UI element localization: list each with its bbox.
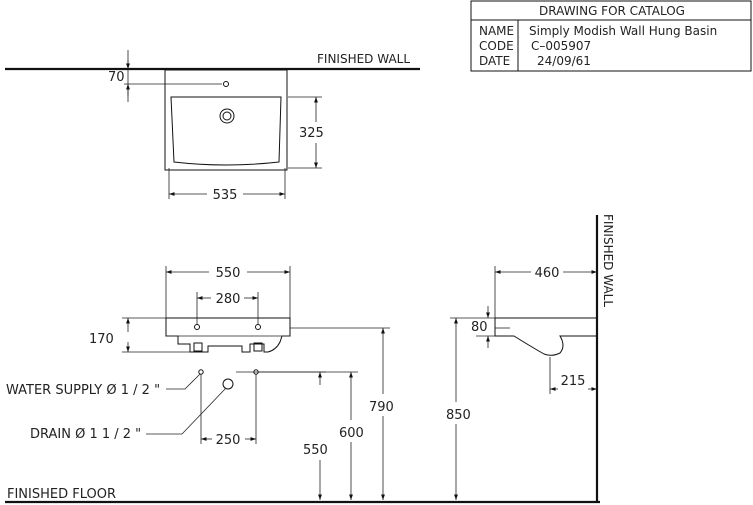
title-block-frame <box>470 0 752 72</box>
front-bracket-left <box>193 342 203 352</box>
title-block-name-value: Simply Modish Wall Hung Basin <box>529 24 717 38</box>
water-supply-leader <box>166 373 201 390</box>
front-mount-hole-right <box>255 324 261 330</box>
plan-tap-hole <box>223 81 229 87</box>
side-dim-projection: 460 <box>535 266 560 281</box>
front-dim-height: 170 <box>89 332 114 347</box>
plan-basin-outline <box>164 69 288 171</box>
side-dim-rim-thickness: 80 <box>471 320 488 335</box>
front-dim-rim-height: 790 <box>369 400 394 415</box>
title-block-name-label: NAME <box>479 24 514 38</box>
title-block-date-label: DATE <box>479 54 510 68</box>
side-wall-label: FINISHED WALL <box>601 214 615 307</box>
front-drain-outlet <box>222 378 234 390</box>
drain-label: DRAIN Ø 1 1 / 2 " <box>30 427 141 442</box>
plan-view: FINISHED WALL 70 325 535 <box>5 50 420 203</box>
title-block-code-label: CODE <box>479 39 514 53</box>
title-block-date-value: 24/09/61 <box>537 54 591 68</box>
front-mount-hole-left <box>194 324 200 330</box>
front-dim-mount-spacing: 280 <box>216 292 241 307</box>
drain-leader <box>146 387 227 435</box>
plan-drain-inner <box>222 111 232 121</box>
water-supply-label: WATER SUPPLY Ø 1 / 2 " <box>6 383 160 398</box>
side-basin-section <box>494 317 598 356</box>
title-block-heading: DRAWING FOR CATALOG <box>539 4 685 18</box>
title-block-code-value: C–005907 <box>531 39 591 53</box>
side-dim-bowl-offset: 215 <box>561 374 586 389</box>
front-dim-width: 550 <box>216 266 241 281</box>
front-basin-body <box>165 317 291 353</box>
front-dim-drain-height: 600 <box>339 426 364 441</box>
title-block: DRAWING FOR CATALOG NAME Simply Modish W… <box>470 0 752 72</box>
finished-floor-label: FINISHED FLOOR <box>7 487 116 502</box>
plan-drain-outer <box>219 108 235 124</box>
front-bracket-right <box>253 342 263 352</box>
side-view: FINISHED WALL 460 80 215 850 <box>446 214 615 503</box>
plan-dim-width: 535 <box>213 188 238 203</box>
front-dim-supply-spacing: 250 <box>216 433 241 448</box>
front-water-supply-left <box>198 369 204 375</box>
side-dim-overall-height: 850 <box>446 408 471 423</box>
front-view: 550 280 170 WATER SUPPLY Ø 1 / 2 " DRAIN… <box>6 266 394 500</box>
plan-basin-bowl <box>170 96 282 166</box>
plan-dim-tap-offset: 70 <box>108 70 125 85</box>
plan-wall-label: FINISHED WALL <box>317 52 410 66</box>
plan-dim-depth: 325 <box>299 126 324 141</box>
front-dim-supply-height: 550 <box>303 443 328 458</box>
